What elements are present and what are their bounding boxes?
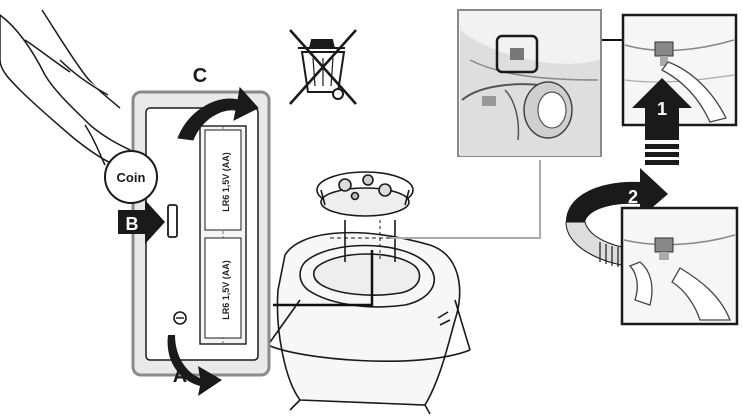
step-2-label: 2 bbox=[628, 187, 638, 207]
battery-cell-1-label: LR6 1,5V (AA) bbox=[221, 152, 231, 212]
crossed-out-wheelie-bin-icon bbox=[289, 29, 357, 105]
step-b-label: B bbox=[126, 214, 139, 234]
zoom-highlight-square bbox=[495, 34, 539, 74]
battery-cell-2-label: LR6 1,5V (AA) bbox=[221, 260, 231, 320]
step-a-label: A bbox=[173, 365, 187, 387]
door-slot bbox=[167, 204, 178, 238]
step-c-label: C bbox=[193, 65, 207, 87]
coin: Coin bbox=[104, 150, 158, 204]
arrow-c: C bbox=[177, 65, 259, 141]
hand-with-coin-illustration bbox=[0, 9, 131, 169]
battery-cell-2: LR6 1,5V (AA) bbox=[204, 237, 242, 339]
battery-compartment-panel: LR6 1,5V (AA) LR6 1,5V (AA) bbox=[131, 90, 271, 377]
arrow-1-up: 1 bbox=[632, 78, 692, 165]
inset-step-1 bbox=[621, 13, 738, 127]
inset-step-2 bbox=[620, 206, 739, 326]
baby-walker-illustration bbox=[267, 171, 471, 415]
step-1-label: 1 bbox=[657, 99, 667, 119]
screw-icon bbox=[173, 311, 187, 325]
coin-label: Coin bbox=[117, 170, 146, 185]
detail-photo-panel bbox=[457, 9, 602, 157]
arrow-a: A bbox=[167, 335, 222, 396]
battery-cell-1: LR6 1,5V (AA) bbox=[204, 129, 242, 231]
arrow-b: B bbox=[118, 200, 165, 244]
